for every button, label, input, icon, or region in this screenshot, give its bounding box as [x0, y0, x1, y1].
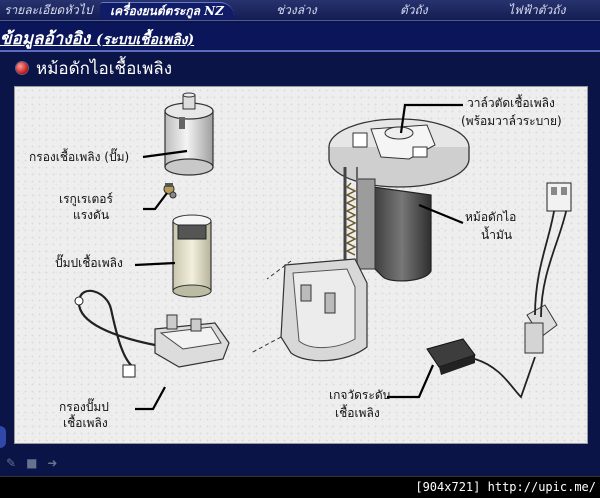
tab-body[interactable]: ตัวถัง [400, 3, 428, 17]
label-regulator-line2: แรงดัน [73, 208, 110, 222]
diagram-illustration [74, 92, 572, 411]
fuel-gauge-part [426, 182, 572, 399]
topic-heading: หม้อดักไอเชื้อเพลิง [16, 56, 172, 80]
slide-menu-icon[interactable]: ■ [26, 456, 38, 470]
watermark-bar: [904x721] http://upic.me/ [0, 476, 600, 498]
label-pump-filter-line2: เชื้อเพลิง [63, 416, 108, 430]
leader-lines [134, 103, 464, 411]
slide-controls: ✎ ■ ➜ [6, 456, 57, 470]
tab-body-electrical[interactable]: ไฟฟ้าตัวถัง [508, 3, 566, 17]
spring-bracket-part [250, 182, 368, 362]
fuel-pump-part [172, 214, 212, 298]
image-size-text: [904x721] [415, 480, 481, 494]
tab-general-info[interactable]: รายละเอียดหัวไป [4, 3, 93, 17]
section-title-sub: (ระบบเชื้อเพลิง) [95, 32, 195, 48]
heading-text: หม้อดักไอเชื้อเพลิง [36, 58, 173, 79]
fuel-system-diagram: กรองเชื้อเพลิง (ปั๊ม) เรกูเรเตอร์ แรงดัน… [14, 86, 588, 444]
cutoff-valve-flange-part [328, 118, 470, 188]
bullet-icon [16, 62, 28, 74]
label-fuel-pump: ปั๊มปเชื้อเพลิง [55, 256, 123, 270]
label-regulator-line1: เรกูเรเตอร์ [59, 192, 113, 206]
pressure-regulator-part [163, 183, 177, 199]
label-vapor-trap-line2: น้ำมัน [481, 228, 513, 242]
source-url-text: http://upic.me/ [487, 480, 596, 494]
tab-suspension[interactable]: ช่วงล่าง [276, 3, 317, 17]
label-fuel-filter: กรองเชื้อเพลิง (ปั๊ม) [29, 150, 130, 164]
section-title-main: ข้อมูลอ้างอิง [0, 29, 91, 49]
section-header: ข้อมูลอ้างอิง (ระบบเชื้อเพลิง) [0, 23, 600, 49]
top-nav: รายละเอียดหัวไป เครื่องยนต์ตระกูล NZ ช่ว… [0, 0, 600, 21]
pen-icon[interactable]: ✎ [6, 456, 17, 470]
next-arrow-icon[interactable]: ➜ [47, 456, 58, 470]
label-fuel-gauge-line1: เกจวัดระดับ [329, 388, 391, 402]
side-toggle-tab[interactable] [0, 426, 6, 448]
fuel-filter-part [164, 92, 214, 176]
divider [0, 50, 600, 52]
label-pump-filter-line1: กรองปั๊มป [59, 400, 109, 414]
image-watermark: [904x721] http://upic.me/ [415, 480, 596, 494]
pump-filter-part [74, 289, 230, 378]
label-cutoff-valve-line2: (พร้อมวาล์วระบาย) [461, 114, 562, 128]
label-fuel-gauge-line2: เชื้อเพลิง [335, 406, 380, 420]
label-cutoff-valve-line1: วาล์วตัดเชื้อเพลิง [467, 96, 555, 110]
tab-nz-engine[interactable]: เครื่องยนต์ตระกูล NZ [100, 2, 234, 19]
label-vapor-trap-line1: หม้อดักไอ [465, 210, 517, 224]
section-title: ข้อมูลอ้างอิง (ระบบเชื้อเพลิง) [0, 25, 194, 52]
